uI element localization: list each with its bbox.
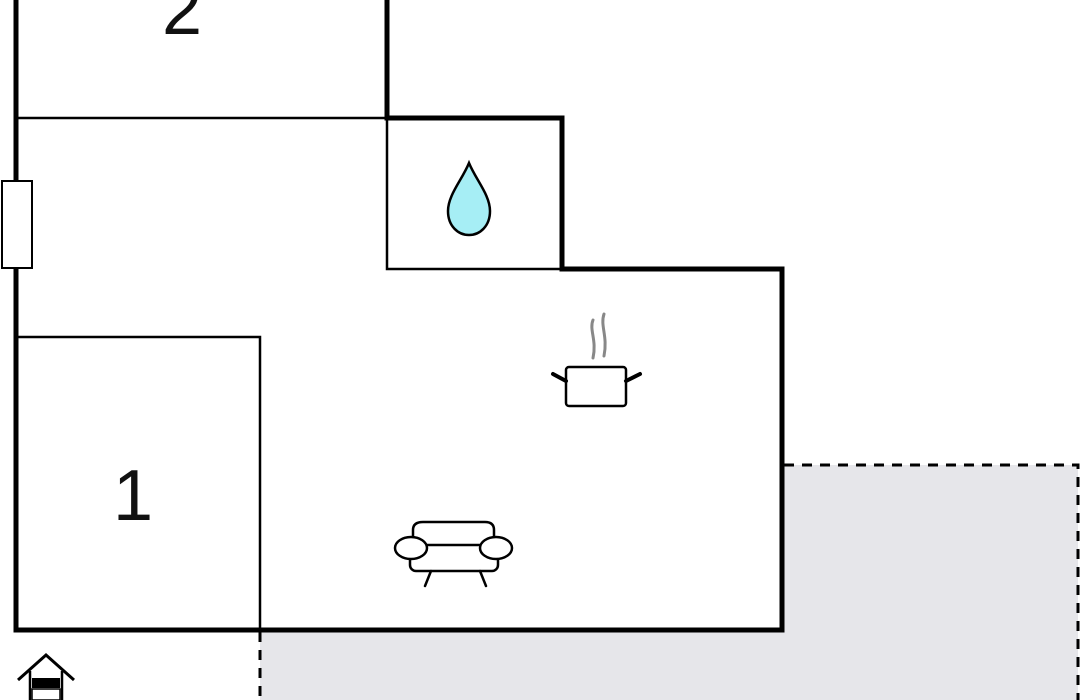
- house-interior: [16, 0, 782, 630]
- window-icon: [1, 180, 33, 269]
- cooking-pot-icon: [551, 312, 642, 408]
- house-entrance-icon: [17, 652, 75, 700]
- wall-bathroom: [385, 118, 562, 271]
- room-label-2: 2: [162, 0, 202, 50]
- wall-bedroom-1: [16, 335, 262, 630]
- sofa-icon: [393, 520, 514, 588]
- outer-walls: [13, 0, 785, 633]
- water-drop-icon: [446, 159, 492, 237]
- terrace-border: [784, 463, 1080, 700]
- interior-walls: [16, 116, 562, 630]
- room-label-1: 1: [113, 456, 153, 536]
